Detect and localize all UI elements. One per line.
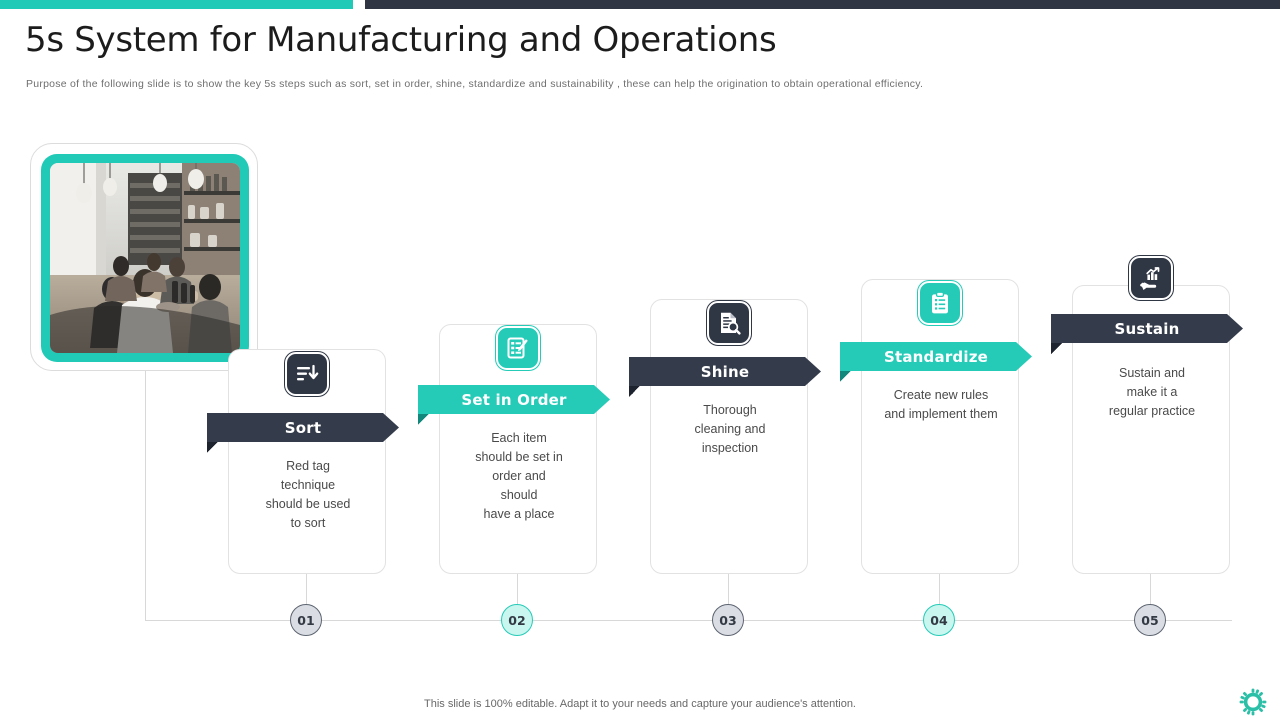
banner-fold-set-in-order <box>418 414 429 425</box>
step-card-sort[interactable]: Sort Red tag technique should be used to… <box>207 349 399 574</box>
banner-fold-sustain <box>1051 343 1062 354</box>
top-accent-dark-segment <box>365 0 1280 9</box>
hand-growth-chart-icon <box>1129 256 1173 300</box>
banner-fold-shine <box>629 386 640 397</box>
photo-connector-line <box>145 371 146 620</box>
photo-frame <box>30 143 258 371</box>
step-banner-sustain: Sustain <box>1051 314 1243 343</box>
step-banner-shine: Shine <box>629 357 821 386</box>
card-stem-04 <box>939 574 940 605</box>
clipboard-list-icon <box>918 281 962 325</box>
sort-descending-icon <box>285 352 329 396</box>
card-stem-01 <box>306 574 307 605</box>
checklist-pencil-icon <box>496 326 540 370</box>
page-subtitle: Purpose of the following slide is to sho… <box>26 78 924 90</box>
page-title: 5s System for Manufacturing and Operatio… <box>25 20 777 60</box>
gear-icon <box>1239 688 1267 720</box>
step-title-sustain: Sustain <box>1114 319 1180 338</box>
step-body-set-in-order: Each item should be set in order and sho… <box>475 431 563 521</box>
step-number-02: 02 <box>501 604 533 636</box>
step-number-03: 03 <box>712 604 744 636</box>
step-number-01: 01 <box>290 604 322 636</box>
card-stem-02 <box>517 574 518 605</box>
step-number-04: 04 <box>923 604 955 636</box>
timeline-axis <box>145 620 1232 621</box>
top-accent-bar <box>0 0 1280 9</box>
card-stem-05 <box>1150 574 1151 605</box>
step-body-sustain: Sustain and make it a regular practice <box>1108 366 1196 418</box>
step-banner-standardize: Standardize <box>840 342 1032 371</box>
step-body-shine: Thorough cleaning and inspection <box>694 403 766 455</box>
step-title-sort: Sort <box>284 418 322 437</box>
banner-fold-sort <box>207 442 218 453</box>
step-banner-sort: Sort <box>207 413 399 442</box>
document-search-icon <box>707 301 751 345</box>
footer-note: This slide is 100% editable. Adapt it to… <box>424 698 856 710</box>
step-number-05: 05 <box>1134 604 1166 636</box>
top-accent-teal-segment <box>0 0 353 9</box>
card-stem-03 <box>728 574 729 605</box>
step-banner-set-in-order: Set in Order <box>418 385 610 414</box>
photo-frame-accent <box>41 154 249 362</box>
step-title-set-in-order: Set in Order <box>461 390 567 409</box>
step-body-standardize: Create new rules and implement them <box>884 388 998 421</box>
step-title-standardize: Standardize <box>883 347 988 366</box>
step-card-standardize[interactable]: Standardize Create new rules and impleme… <box>840 279 1032 574</box>
step-card-sustain[interactable]: Sustain Sustain and make it a regular pr… <box>1051 285 1243 574</box>
step-body-sort: Red tag technique should be used to sort <box>265 459 351 530</box>
banner-fold-standardize <box>840 371 851 382</box>
step-title-shine: Shine <box>700 362 750 381</box>
team-meeting-photo <box>50 163 240 353</box>
